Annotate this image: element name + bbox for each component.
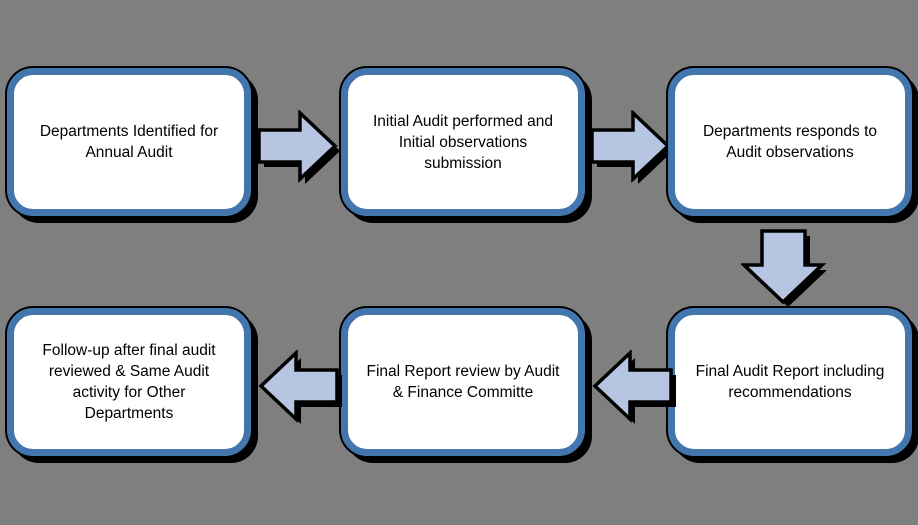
arrow-left-icon: [591, 350, 681, 432]
arrow-right-icon: [590, 110, 680, 192]
arrow-left-icon: [257, 350, 347, 432]
flow-step-departments-respond: Departments responds to Audit observatio…: [668, 68, 912, 216]
arrow-down-icon: [741, 229, 835, 311]
flow-step-follow-up: Follow-up after final audit reviewed & S…: [7, 308, 251, 456]
flow-step-final-audit-report: Final Audit Report including recommendat…: [668, 308, 912, 456]
flow-step-initial-audit: Initial Audit performed and Initial obse…: [341, 68, 585, 216]
flow-step-label: Departments Identified for Annual Audit: [39, 123, 219, 161]
flow-step-label: Departments responds to Audit observatio…: [702, 123, 878, 161]
flow-step-label: Final Report review by Audit & Finance C…: [366, 363, 560, 401]
arrow-right-icon: [257, 110, 347, 192]
flow-step-departments-identified: Departments Identified for Annual Audit: [7, 68, 251, 216]
flow-step-label: Final Audit Report including recommendat…: [695, 363, 885, 401]
flow-step-label: Initial Audit performed and Initial obse…: [372, 112, 554, 172]
flow-step-final-report-review: Final Report review by Audit & Finance C…: [341, 308, 585, 456]
flow-step-label: Follow-up after final audit reviewed & S…: [42, 342, 216, 422]
